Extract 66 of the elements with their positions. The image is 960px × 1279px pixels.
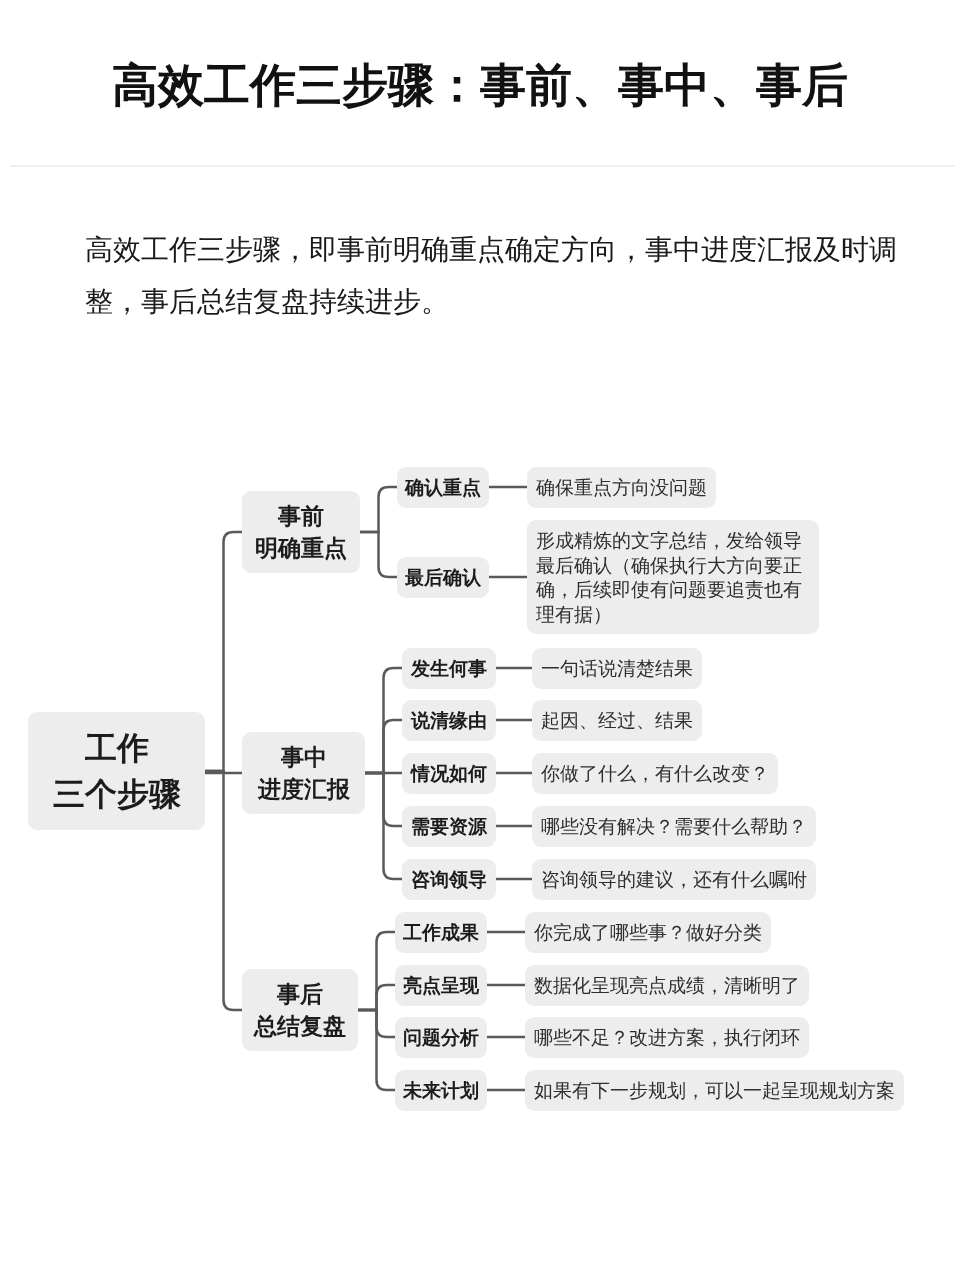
connector-line — [487, 1088, 525, 1092]
detail-text: 形成精炼的文字总结，发给领导最后确认（确保执行大方向要正确，后续即使有问题要追责也有理有据） — [536, 528, 803, 626]
subtopic-label: 问题分析 — [403, 1025, 479, 1049]
connector-line — [496, 718, 532, 722]
subtopic-label: 最后确认 — [405, 565, 481, 589]
root-topic-box — [28, 712, 205, 830]
subtopic-label: 确认重点 — [405, 475, 481, 499]
detail-box — [525, 1069, 904, 1111]
detail-box — [532, 858, 816, 900]
root-topic-label: 工作三个步骤 — [52, 728, 181, 815]
phase-box — [242, 969, 358, 1051]
subtopic-label: 咨询领导 — [411, 867, 487, 891]
subtopic-box — [395, 911, 487, 953]
detail-text: 起因、经过、结果 — [541, 708, 693, 732]
detail-box — [532, 805, 816, 847]
subtopic-label: 未来计划 — [403, 1078, 479, 1102]
connector-line — [487, 930, 525, 934]
detail-box — [525, 911, 771, 953]
subtopic-box — [402, 647, 496, 689]
subtopic-label: 说清缘由 — [411, 708, 487, 732]
detail-box — [532, 752, 778, 794]
detail-text: 确保重点方向没问题 — [536, 475, 707, 499]
detail-text: 哪些不足？改进方案，执行闭环 — [534, 1025, 800, 1049]
detail-box — [532, 647, 702, 689]
detail-text: 你做了什么，有什么改变？ — [541, 761, 769, 785]
subtopic-label: 情况如何 — [411, 761, 487, 785]
subtopic-box — [397, 466, 489, 508]
connector-line — [496, 771, 532, 775]
subtopic-box — [395, 1016, 487, 1058]
detail-box — [527, 520, 819, 634]
subtopic-label: 发生何事 — [411, 656, 487, 680]
detail-box — [527, 466, 716, 508]
subtopic-box — [395, 1069, 487, 1111]
intro-paragraph: 高效工作三步骤，即事前明确重点确定方向，事中进度汇报及时调整，事后总结复盘持续进步。 — [85, 232, 898, 320]
phase-label: 事前明确重点 — [255, 502, 347, 563]
subtopic-label: 亮点呈现 — [403, 973, 479, 997]
connector-line — [487, 983, 525, 987]
connector-line — [489, 485, 527, 489]
subtopic-box — [402, 858, 496, 900]
detail-box — [532, 699, 702, 741]
subtopic-box — [402, 805, 496, 847]
connector-line — [496, 824, 532, 828]
subtopic-box — [395, 964, 487, 1006]
detail-text: 你完成了哪些事？做好分类 — [534, 920, 762, 944]
subtopic-box — [397, 556, 489, 598]
detail-text: 如果有下一步规划，可以一起呈现规划方案 — [534, 1078, 895, 1102]
connector-line — [496, 877, 532, 881]
subtopic-label: 需要资源 — [411, 814, 487, 838]
phase-label: 事后总结复盘 — [254, 980, 346, 1041]
connector-line — [496, 666, 532, 670]
phase-label: 事中进度汇报 — [257, 743, 350, 804]
title: 高效工作三步骤：事前、事中、事后 — [111, 57, 849, 114]
detail-box — [525, 964, 809, 1006]
subtopic-label: 工作成果 — [403, 920, 479, 944]
detail-text: 咨询领导的建议，还有什么嘱咐 — [541, 867, 807, 891]
connector-line — [205, 771, 242, 775]
subtopic-box — [402, 752, 496, 794]
subtopic-box — [402, 699, 496, 741]
phase-box — [242, 732, 365, 814]
detail-text: 数据化呈现亮点成绩，清晰明了 — [534, 973, 800, 997]
connector-line — [489, 575, 527, 579]
detail-box — [525, 1016, 809, 1058]
phase-box — [242, 491, 360, 573]
detail-text: 一句话说清楚结果 — [541, 656, 693, 680]
detail-text: 哪些没有解决？需要什么帮助？ — [541, 814, 807, 838]
connector-line — [487, 1035, 525, 1039]
